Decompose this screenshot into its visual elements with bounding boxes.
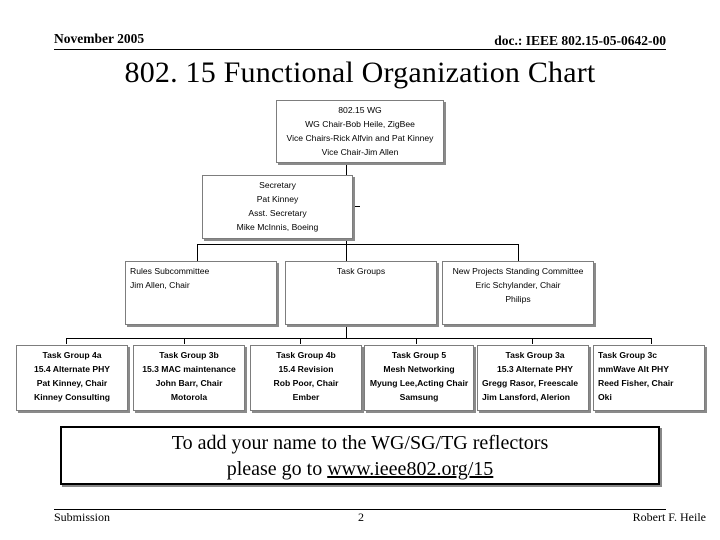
org-tg3a-chair: Gregg Rasor, Freescale [482, 378, 579, 388]
org-secretary-title: Secretary [259, 180, 296, 190]
connector-level2-drop-left [197, 244, 198, 261]
org-tg5-company: Samsung [399, 392, 439, 402]
connector-level3-bar [66, 338, 652, 339]
org-box-wg: 802.15 WG WG Chair-Bob Heile, ZigBee Vic… [276, 100, 444, 163]
org-asst-secretary-title: Asst. Secretary [248, 208, 307, 218]
connector-tg3a-drop [532, 338, 533, 344]
header-date: November 2005 [54, 31, 145, 46]
org-tg3c-topic: mmWave Alt PHY [598, 364, 669, 374]
org-tg4a-topic: 15.4 Alternate PHY [33, 364, 111, 374]
footer-submission: Submission [54, 510, 111, 524]
connector-tg3b-drop [184, 338, 185, 344]
org-asst-secretary-name: Mike McInnis, Boeing [236, 222, 319, 232]
org-new-projects-chair: Eric Schylander, Chair [475, 280, 561, 290]
org-box-tg3c: Task Group 3c mmWave Alt PHY Reed Fisher… [593, 345, 705, 411]
connector-level2-drop-mid [346, 244, 347, 261]
connector-tg4a-drop [66, 338, 67, 344]
org-box-task-groups: Task Groups [285, 261, 437, 325]
org-tg3b-topic: 15.3 MAC maintenance [142, 364, 236, 374]
org-task-groups-title: Task Groups [336, 266, 386, 276]
org-box-tg3b: Task Group 3b 15.3 MAC maintenance John … [133, 345, 245, 411]
org-tg3a-topic: 15.3 Alternate PHY [496, 364, 574, 374]
reflector-notice-line1: To add your name to the WG/SG/TG reflect… [171, 431, 549, 454]
org-box-rules-subcommittee: Rules Subcommittee Jim Allen, Chair [125, 261, 277, 325]
org-new-projects-company: Philips [505, 294, 531, 304]
slide-title: 802. 15 Functional Organization Chart [124, 56, 596, 89]
org-box-tg5: Task Group 5 Mesh Networking Myung Lee,A… [364, 345, 474, 411]
footer-author: Robert F. Heile [632, 510, 706, 524]
org-box-secretary: Secretary Pat Kinney Asst. Secretary Mik… [202, 175, 353, 239]
connector-taskgroups-trunk [346, 325, 347, 338]
org-tg3a-second-chair: Jim Lansford, Alerion [482, 392, 571, 402]
org-wg-vice-chair: Vice Chair-Jim Allen [321, 147, 399, 157]
org-tg3b-company: Motorola [170, 392, 208, 402]
connector-secretary-stub [353, 206, 360, 207]
org-box-new-projects: New Projects Standing Committee Eric Sch… [442, 261, 594, 325]
connector-tg4b-drop [300, 338, 301, 344]
reflector-notice-line2: please go to www.ieee802.org/15 [227, 456, 494, 482]
org-box-tg4b: Task Group 4b 15.4 Revision Rob Poor, Ch… [250, 345, 362, 411]
org-tg3a-name: Task Group 3a [505, 350, 565, 360]
connector-level2-drop-right [518, 244, 519, 261]
org-tg4a-name: Task Group 4a [42, 350, 102, 360]
org-tg5-chair: Myung Lee,Acting Chair [369, 378, 469, 388]
org-tg4b-topic: 15.4 Revision [278, 364, 334, 374]
org-wg-chair: WG Chair-Bob Heile, ZigBee [305, 119, 415, 129]
org-tg5-topic: Mesh Networking [383, 364, 455, 374]
org-rules-chair: Jim Allen, Chair [130, 280, 190, 290]
header-rule [54, 49, 666, 50]
reflector-link[interactable]: www.ieee802.org/15 [327, 457, 494, 480]
org-tg4a-chair: Pat Kinney, Chair [36, 378, 108, 388]
org-tg3c-chair: Reed Fisher, Chair [598, 378, 674, 388]
org-new-projects-title: New Projects Standing Committee [452, 266, 584, 276]
org-tg4b-chair: Rob Poor, Chair [273, 378, 339, 388]
org-tg3b-name: Task Group 3b [159, 350, 219, 360]
org-tg4b-company: Ember [292, 392, 320, 402]
connector-tg3c-drop [651, 338, 652, 344]
footer-page-number: 2 [358, 510, 364, 524]
org-tg3c-name: Task Group 3c [598, 350, 658, 360]
reflector-notice-prefix: please go to [226, 457, 328, 480]
org-wg-name: 802.15 WG [338, 105, 382, 115]
org-tg4a-company: Kinney Consulting [34, 392, 110, 402]
header-doc-id: doc.: IEEE 802.15-05-0642-00 [494, 33, 666, 48]
org-secretary-name: Pat Kinney [256, 194, 299, 204]
footer-rule [54, 509, 666, 510]
org-box-tg4a: Task Group 4a 15.4 Alternate PHY Pat Kin… [16, 345, 128, 411]
org-box-tg3a: Task Group 3a 15.3 Alternate PHY Gregg R… [477, 345, 589, 411]
org-tg3c-company: Oki [598, 392, 612, 402]
org-tg5-name: Task Group 5 [391, 350, 447, 360]
org-wg-vice-chairs: Vice Chairs-Rick Alfvin and Pat Kinney [286, 133, 434, 143]
org-rules-title: Rules Subcommittee [130, 266, 210, 276]
reflector-notice-box: To add your name to the WG/SG/TG reflect… [60, 426, 660, 485]
connector-tg5-drop [416, 338, 417, 344]
org-tg4b-name: Task Group 4b [276, 350, 336, 360]
org-tg3b-chair: John Barr, Chair [155, 378, 223, 388]
connector-level2-bar [197, 244, 519, 245]
